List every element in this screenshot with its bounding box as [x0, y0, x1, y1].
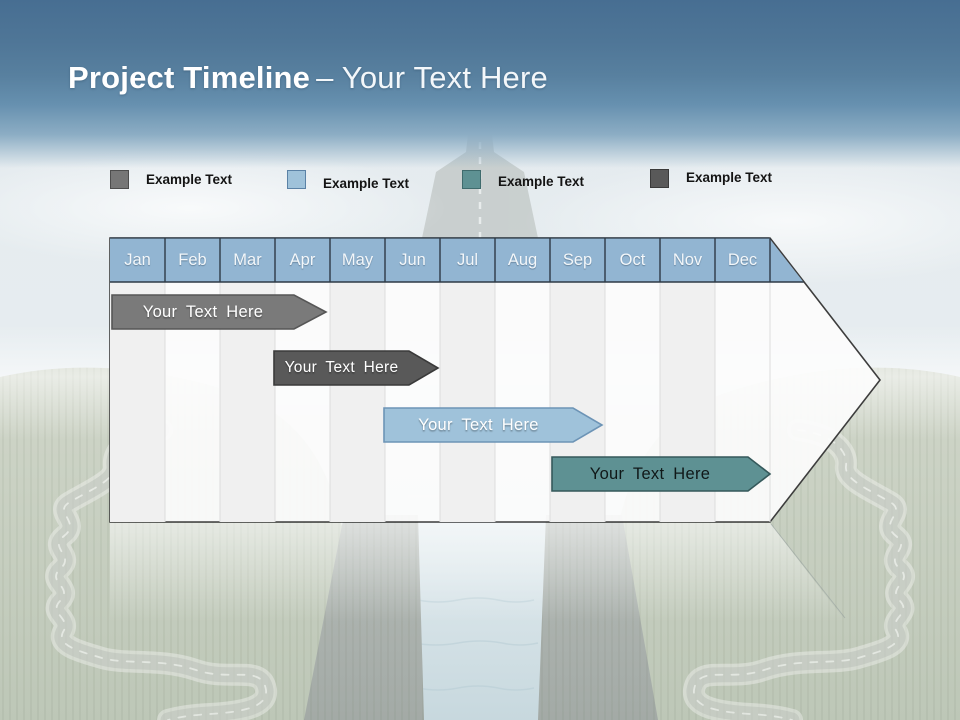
- legend-swatch-darkgray: [650, 169, 669, 188]
- gantt-bar-2[interactable]: [273, 350, 440, 386]
- month-cell[interactable]: Dec: [727, 250, 758, 269]
- gantt-bar-label[interactable]: Your Text Here: [418, 415, 539, 434]
- month-cell[interactable]: Nov: [672, 250, 703, 269]
- table-reflection: [110, 523, 846, 622]
- month-cell[interactable]: Aug: [507, 250, 538, 269]
- gantt-bar-label[interactable]: Your Text Here: [284, 359, 399, 376]
- legend-label: Example Text: [686, 170, 773, 185]
- gantt-bar-label[interactable]: Your Text Here: [142, 302, 264, 321]
- month-cell[interactable]: Oct: [619, 250, 646, 269]
- month-cell[interactable]: Feb: [178, 250, 207, 269]
- month-cell[interactable]: Jul: [456, 250, 479, 269]
- legend-label: Example Text: [323, 176, 410, 191]
- header-separators: [110, 237, 804, 283]
- gantt-bar-4[interactable]: [551, 456, 772, 492]
- gantt-bar-1[interactable]: [111, 294, 328, 330]
- gantt-bar-label[interactable]: Your Text Here: [589, 464, 711, 483]
- legend-item[interactable]: Example Text: [110, 170, 232, 189]
- month-cell[interactable]: Jun: [399, 250, 426, 269]
- month-cell[interactable]: Sep: [562, 250, 593, 269]
- title-secondary: – Your Text Here: [316, 60, 548, 95]
- legend-swatch-lightblue: [287, 170, 306, 189]
- legend-item[interactable]: Example Text: [287, 170, 409, 191]
- month-cell[interactable]: May: [341, 250, 374, 269]
- title-band: [0, 0, 960, 168]
- month-header-band: [110, 238, 804, 282]
- legend-label: Example Text: [146, 172, 233, 187]
- month-cell[interactable]: Apr: [289, 250, 316, 269]
- month-cell[interactable]: Mar: [233, 250, 262, 269]
- legend-swatch-gray: [110, 170, 129, 189]
- legend-item[interactable]: Example Text: [650, 169, 772, 188]
- legend-swatch-teal: [462, 170, 481, 189]
- legend-item[interactable]: Example Text: [462, 170, 584, 189]
- legend-label: Example Text: [498, 174, 585, 189]
- gantt-bar-3[interactable]: [383, 407, 604, 443]
- month-cell[interactable]: Jan: [124, 250, 151, 269]
- title-primary: Project Timeline: [68, 60, 311, 95]
- slide-title[interactable]: Project Timeline– Your Text Here: [68, 60, 548, 96]
